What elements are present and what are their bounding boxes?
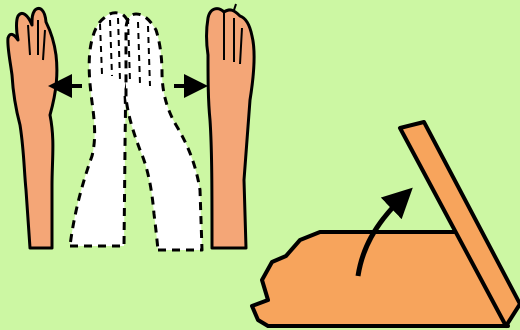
left-hand: [8, 9, 57, 249]
ghost-hands: [70, 13, 202, 250]
open-box: [252, 122, 520, 326]
right-hand: [207, 4, 255, 248]
